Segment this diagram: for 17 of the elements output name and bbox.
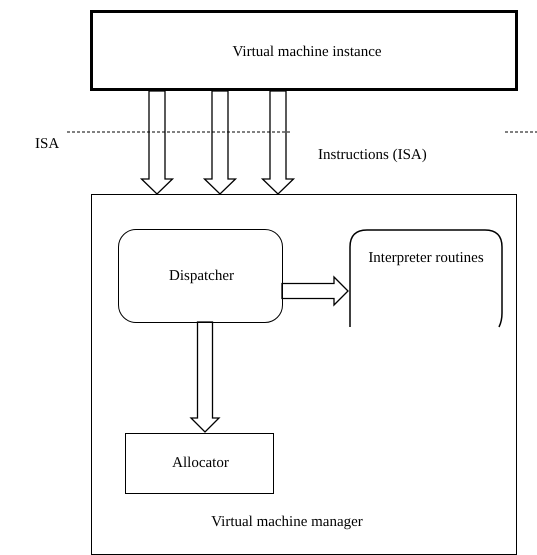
annotation-label: ISA — [35, 135, 60, 153]
rounded-box — [349, 229, 503, 327]
process-box — [90, 10, 518, 91]
rounded-box — [118, 229, 283, 323]
node-label: Virtual machine instance — [231, 43, 383, 61]
node-label: Allocator — [171, 454, 230, 472]
block-arrow — [140, 90, 174, 195]
block-arrow — [281, 275, 349, 307]
container-box — [91, 194, 517, 555]
annotation-label: Instructions (ISA) — [318, 146, 427, 164]
process-box — [125, 433, 274, 494]
block-arrow — [260, 90, 296, 195]
node-label: Dispatcher — [168, 267, 235, 285]
block-arrow — [189, 321, 221, 433]
node-label: Interpreter routines — [367, 249, 485, 267]
node-label: Virtual machine manager — [210, 513, 364, 531]
block-arrow — [202, 90, 238, 195]
